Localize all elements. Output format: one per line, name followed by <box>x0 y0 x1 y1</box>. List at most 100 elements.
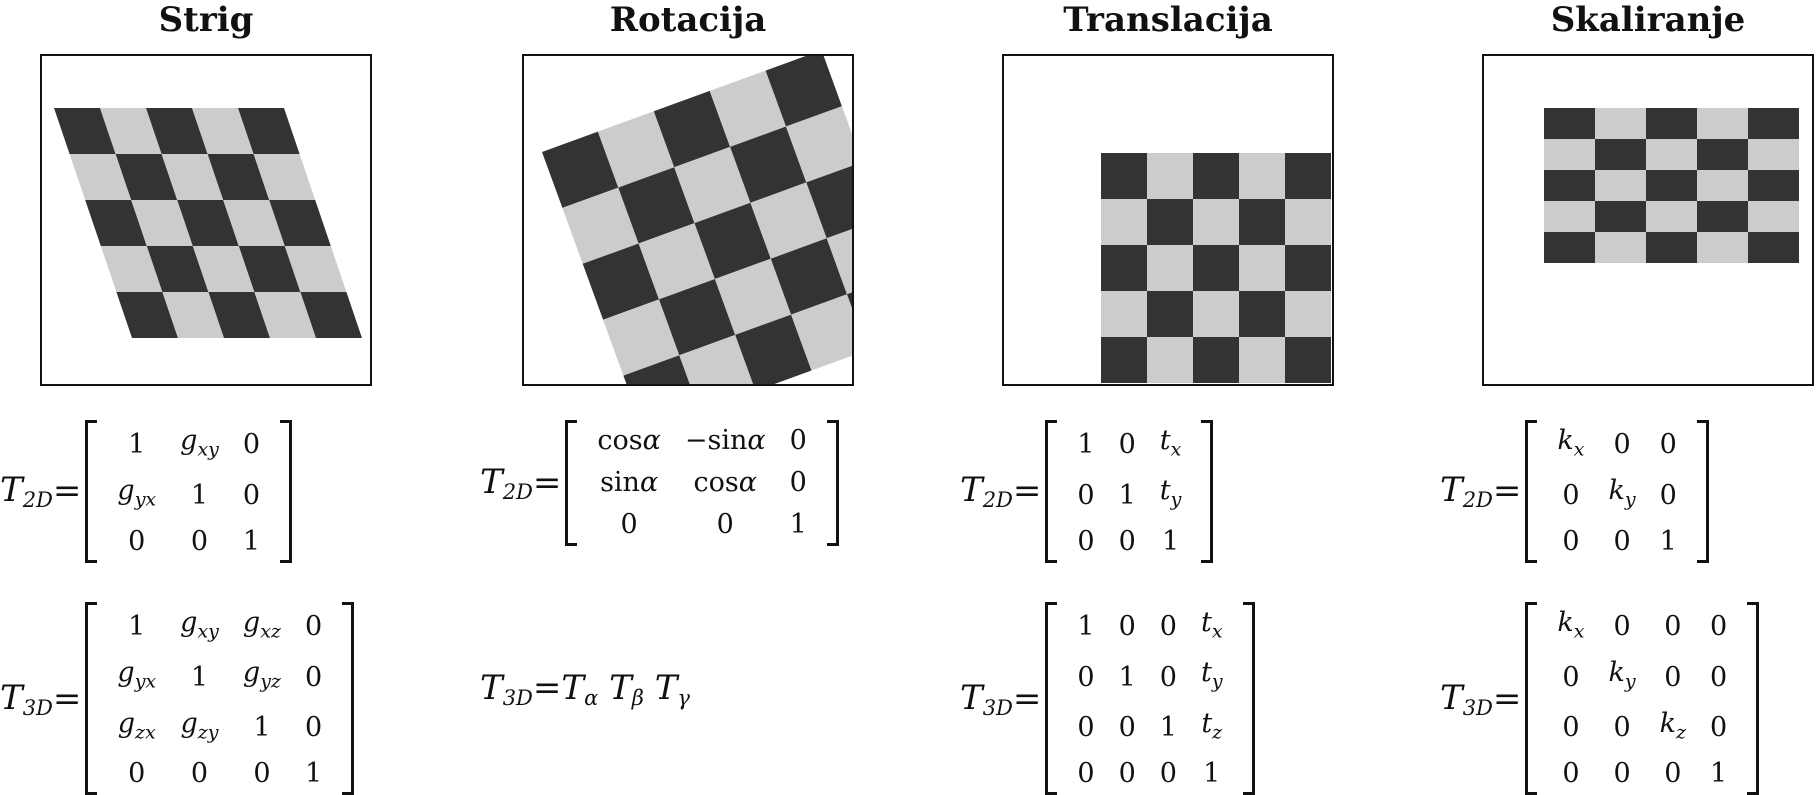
checker-cell <box>674 146 751 224</box>
matrix-entry: 0 <box>1118 611 1136 643</box>
matrix-entry: 0 <box>242 479 261 511</box>
shear-checkerboard <box>54 108 362 338</box>
matrix-entry: 0 <box>1077 711 1095 743</box>
checker-cell <box>192 108 254 154</box>
matrix-entry: ky <box>1608 475 1636 511</box>
checker-cell <box>1595 108 1646 139</box>
checker-cell <box>131 200 193 246</box>
checker-cell <box>638 223 715 300</box>
checker-cell <box>115 154 178 200</box>
matrix-entry: 1 <box>1709 758 1728 790</box>
checker-cell <box>1544 139 1595 170</box>
matrix-entry: gyx <box>117 475 157 511</box>
checker-cell <box>791 294 852 371</box>
matrix-entry: 0 <box>1077 479 1095 511</box>
matrix-entry: gzy <box>180 707 219 744</box>
checker-cell <box>1697 201 1748 232</box>
checker-cell <box>1595 232 1646 263</box>
checker-cell <box>1147 291 1193 337</box>
checker-cell <box>1544 108 1595 139</box>
checker-cell <box>223 200 285 246</box>
matrix-entry: tx <box>1200 607 1223 643</box>
matrix-entry: 0 <box>253 758 271 790</box>
matrix-entry: 0 <box>128 525 146 557</box>
matrix-entry: 0 <box>789 425 807 456</box>
checker-cell <box>679 334 754 384</box>
matrix-entry: ty <box>1159 475 1182 511</box>
matrix-entry: gzx <box>117 707 156 744</box>
checker-cell <box>1193 245 1239 291</box>
matrix-entry: 0 <box>1562 758 1580 790</box>
matrix-entry: 0 <box>1709 611 1728 643</box>
checker-cell <box>618 167 695 244</box>
matrix-entry: gxz <box>242 607 281 643</box>
checker-cell <box>603 299 680 376</box>
checker-cell <box>146 108 208 154</box>
checker-cell <box>1285 337 1331 383</box>
checker-cell <box>1193 337 1239 383</box>
checker-cell <box>208 292 270 338</box>
matrix-entry: 0 <box>128 758 146 790</box>
matrix-entry: 0 <box>304 611 323 643</box>
checkerboard-frame <box>1482 54 1814 386</box>
matrix-symbol: T3D <box>1440 677 1493 720</box>
checker-cell <box>1646 108 1697 139</box>
matrix-entry: gxy <box>180 425 219 461</box>
matrix-entry: 0 <box>1659 429 1677 461</box>
matrix-entry: kz <box>1659 707 1686 744</box>
checker-cell <box>1285 245 1331 291</box>
matrix-entry: 0 <box>1562 711 1580 743</box>
matrix-entry: 0 <box>190 525 209 557</box>
checker-cell <box>1193 199 1239 245</box>
checker-cell <box>1101 245 1147 291</box>
checker-cell <box>146 246 209 292</box>
matrix-entry: 1 <box>1161 525 1180 557</box>
checker-cell <box>1147 245 1193 291</box>
matrix-entry: 0 <box>1664 758 1682 790</box>
checker-cell <box>694 202 771 279</box>
matrix-entry: 0 <box>1118 711 1136 743</box>
panel-title: Strig <box>158 0 254 40</box>
matrix-symbol: T3D <box>0 677 53 720</box>
checker-cell <box>1646 139 1697 170</box>
checker-cell <box>100 246 163 292</box>
checker-cell <box>85 200 147 246</box>
panel-title: Rotacija <box>609 0 767 40</box>
checker-cell <box>623 355 690 384</box>
matrix-entry: 0 <box>1118 429 1136 461</box>
checker-cell <box>1101 199 1147 245</box>
checker-cell <box>1147 153 1193 199</box>
matrix-symbol: T2D <box>480 462 533 504</box>
matrix-entry: gyz <box>242 657 281 693</box>
checker-cell <box>1697 139 1748 170</box>
matrix-entry: 0 <box>1709 711 1728 743</box>
matrix-entry: 0 <box>789 467 807 498</box>
matrix-entry: 0 <box>1613 711 1631 743</box>
checker-cell <box>1595 201 1646 232</box>
checker-cell <box>786 106 852 183</box>
checkerboard-frame <box>522 54 854 386</box>
matrix-symbol: T2D <box>1440 470 1493 513</box>
matrix-entry: 1 <box>1203 758 1221 790</box>
checker-cell <box>1193 291 1239 337</box>
checker-cell <box>254 292 316 338</box>
matrix-entry: 0 <box>1664 661 1682 693</box>
checker-cell <box>1697 232 1748 263</box>
checker-cell <box>1646 201 1697 232</box>
checker-cell <box>1239 245 1285 291</box>
matrix-entry: 0 <box>1613 758 1631 790</box>
checkerboard-frame <box>40 54 372 386</box>
checker-cell <box>826 229 852 295</box>
checker-cell <box>562 187 639 264</box>
matrix-symbol: T3D <box>960 677 1013 720</box>
